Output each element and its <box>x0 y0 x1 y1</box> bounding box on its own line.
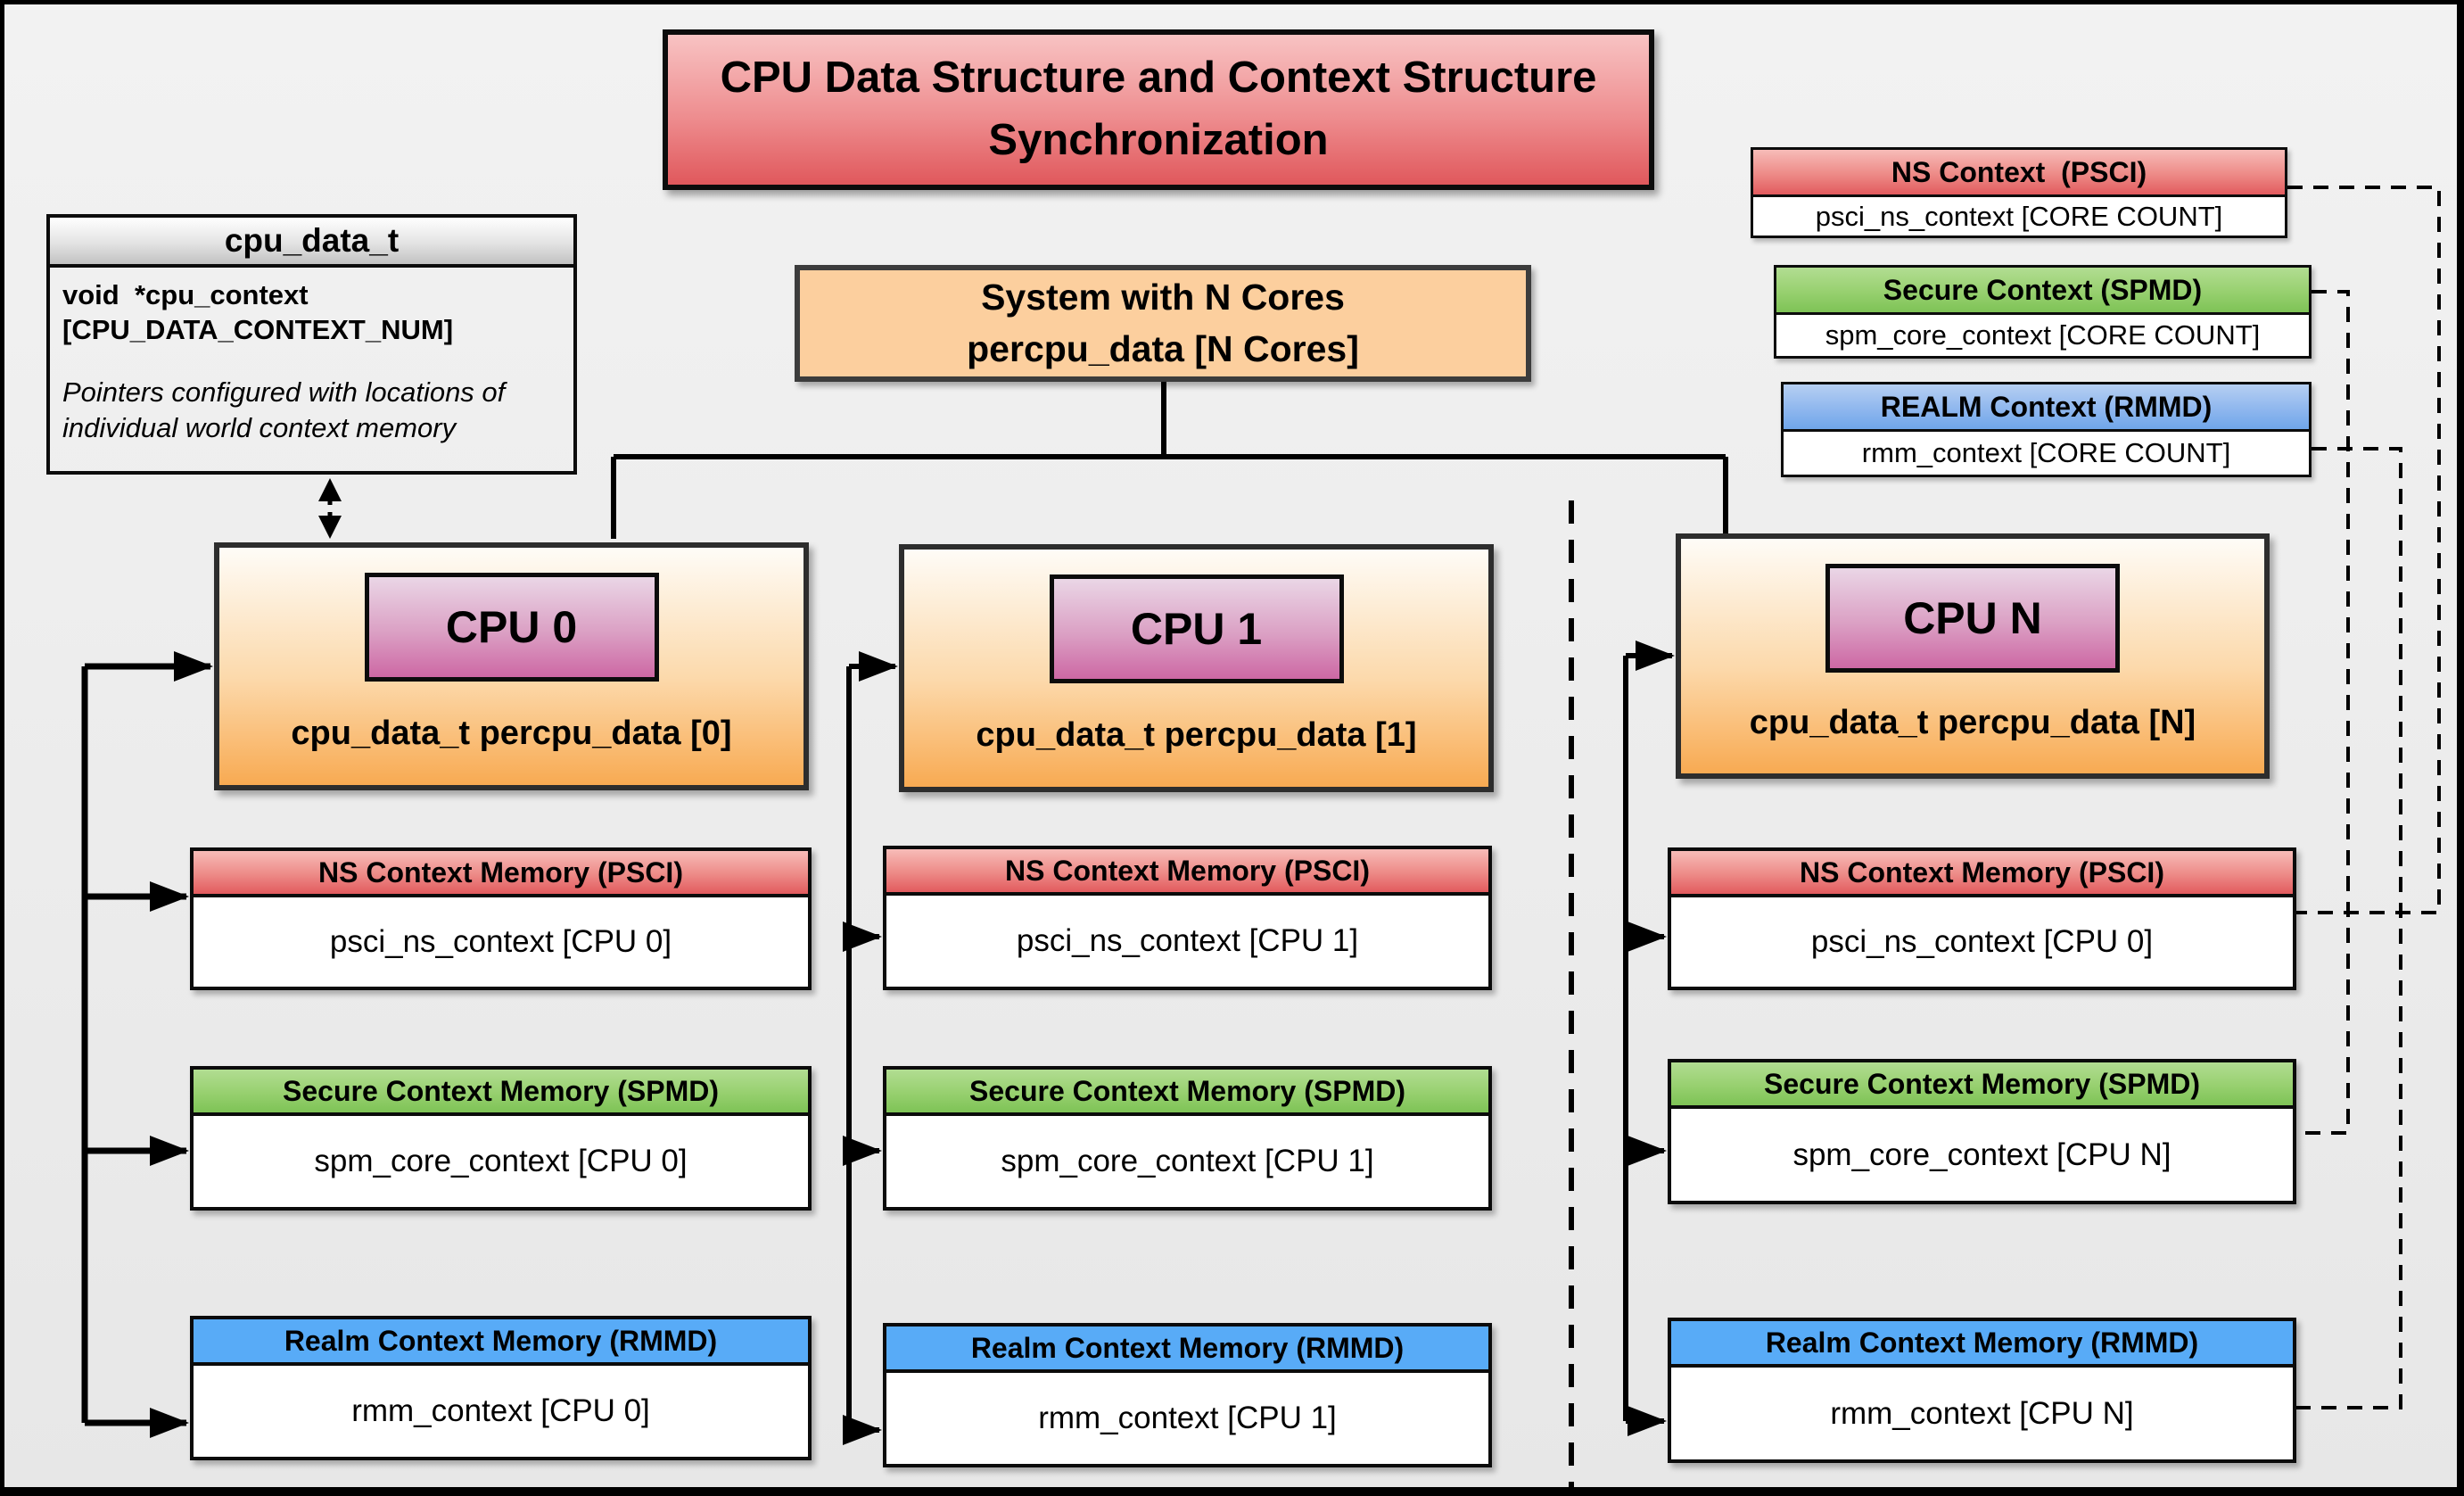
cpu1-label: CPU 1 <box>1049 574 1344 683</box>
struct-to-cpu0-dashed-arrow <box>318 478 342 539</box>
cpu0-box: CPU 0 cpu_data_t percpu_data [0] <box>214 542 809 790</box>
cpu1-ns-context-body: psci_ns_context [CPU 1] <box>886 896 1488 987</box>
system-box: System with N Cores percpu_data [N Cores… <box>795 265 1531 382</box>
cpu0-ns-context-body: psci_ns_context [CPU 0] <box>194 897 808 987</box>
cpuN-ns-context-body: psci_ns_context [CPU 0] <box>1671 897 2293 987</box>
legend-realm-header: REALM Context (RMMD) <box>1784 384 2309 432</box>
cpuN-secure-context-body: spm_core_context [CPU N] <box>1671 1109 2293 1201</box>
cpu0-ns-context-box: NS Context Memory (PSCI) psci_ns_context… <box>190 847 812 990</box>
struct-field-line1: void *cpu_context <box>62 279 309 310</box>
cpu0-label: CPU 0 <box>364 573 659 682</box>
legend-dashed-connectors <box>2287 186 2441 1409</box>
cpu0-realm-context-header: Realm Context Memory (RMMD) <box>194 1319 808 1366</box>
cpu1-realm-context-header: Realm Context Memory (RMMD) <box>886 1327 1488 1373</box>
system-line1: System with N Cores <box>981 277 1345 318</box>
cpuN-ns-context-box: NS Context Memory (PSCI) psci_ns_context… <box>1668 847 2296 990</box>
cpuN-box: CPU N cpu_data_t percpu_data [N] <box>1676 533 2270 779</box>
legend-secure-body: spm_core_context [CORE COUNT] <box>1776 315 2309 356</box>
cpu0-realm-context-box: Realm Context Memory (RMMD) rmm_context … <box>190 1316 812 1460</box>
legend-ns-context-box: NS Context (PSCI) psci_ns_context [CORE … <box>1751 147 2287 238</box>
struct-note: Pointers configured with locations of in… <box>62 376 506 443</box>
cpuN-secure-context-box: Secure Context Memory (SPMD) spm_core_co… <box>1668 1059 2296 1204</box>
cpu1-box: CPU 1 cpu_data_t percpu_data [1] <box>899 544 1494 792</box>
system-line2: percpu_data [N Cores] <box>967 327 1359 369</box>
cpu0-secure-context-body: spm_core_context [CPU 0] <box>194 1116 808 1207</box>
legend-ns-header: NS Context (PSCI) <box>1753 150 2285 197</box>
diagram-title: CPU Data Structure and Context Structure… <box>663 29 1654 190</box>
cpu1-ns-context-header: NS Context Memory (PSCI) <box>886 849 1488 896</box>
legend-realm-body: rmm_context [CORE COUNT] <box>1784 432 2309 475</box>
cpu0-data-text: cpu_data_t percpu_data [0] <box>291 714 732 752</box>
legend-secure-header: Secure Context (SPMD) <box>1776 268 2309 315</box>
cpuN-ns-context-header: NS Context Memory (PSCI) <box>1671 851 2293 897</box>
cpuN-realm-context-header: Realm Context Memory (RMMD) <box>1671 1321 2293 1368</box>
cpuN-label: CPU N <box>1825 564 2120 673</box>
cpuN-secure-context-header: Secure Context Memory (SPMD) <box>1671 1062 2293 1109</box>
cpu1-realm-context-body: rmm_context [CPU 1] <box>886 1373 1488 1464</box>
struct-field-line2: [CPU_DATA_CONTEXT_NUM] <box>62 313 454 345</box>
cpu1-feeder-lines <box>843 651 898 1445</box>
cpu0-secure-context-box: Secure Context Memory (SPMD) spm_core_co… <box>190 1066 812 1211</box>
cpuN-feeder-lines <box>1623 641 1675 1436</box>
cpu0-feeder-lines <box>81 651 213 1438</box>
cpuN-data-text: cpu_data_t percpu_data [N] <box>1749 704 2196 741</box>
struct-header: cpu_data_t <box>50 218 573 268</box>
cpu1-ns-context-box: NS Context Memory (PSCI) psci_ns_context… <box>883 846 1492 990</box>
legend-ns-body: psci_ns_context [CORE COUNT] <box>1753 197 2285 236</box>
cpu1-data-text: cpu_data_t percpu_data [1] <box>976 715 1417 754</box>
cpu0-secure-context-header: Secure Context Memory (SPMD) <box>194 1070 808 1116</box>
system-to-cpus-connector <box>611 382 1728 539</box>
legend-secure-context-box: Secure Context (SPMD) spm_core_context [… <box>1774 265 2312 359</box>
cpuN-realm-context-body: rmm_context [CPU N] <box>1671 1368 2293 1459</box>
cpuN-realm-context-box: Realm Context Memory (RMMD) rmm_context … <box>1668 1318 2296 1463</box>
cpu1-realm-context-box: Realm Context Memory (RMMD) rmm_context … <box>883 1323 1492 1467</box>
cpu1-secure-context-body: spm_core_context [CPU 1] <box>886 1116 1488 1207</box>
cpu0-realm-context-body: rmm_context [CPU 0] <box>194 1366 808 1457</box>
cpu-data-t-struct-box: cpu_data_t void *cpu_context [CPU_DATA_C… <box>46 214 577 475</box>
legend-realm-context-box: REALM Context (RMMD) rmm_context [CORE C… <box>1781 382 2312 477</box>
cpu1-secure-context-header: Secure Context Memory (SPMD) <box>886 1070 1488 1116</box>
cpu1-secure-context-box: Secure Context Memory (SPMD) spm_core_co… <box>883 1066 1492 1211</box>
cpu0-ns-context-header: NS Context Memory (PSCI) <box>194 851 808 897</box>
